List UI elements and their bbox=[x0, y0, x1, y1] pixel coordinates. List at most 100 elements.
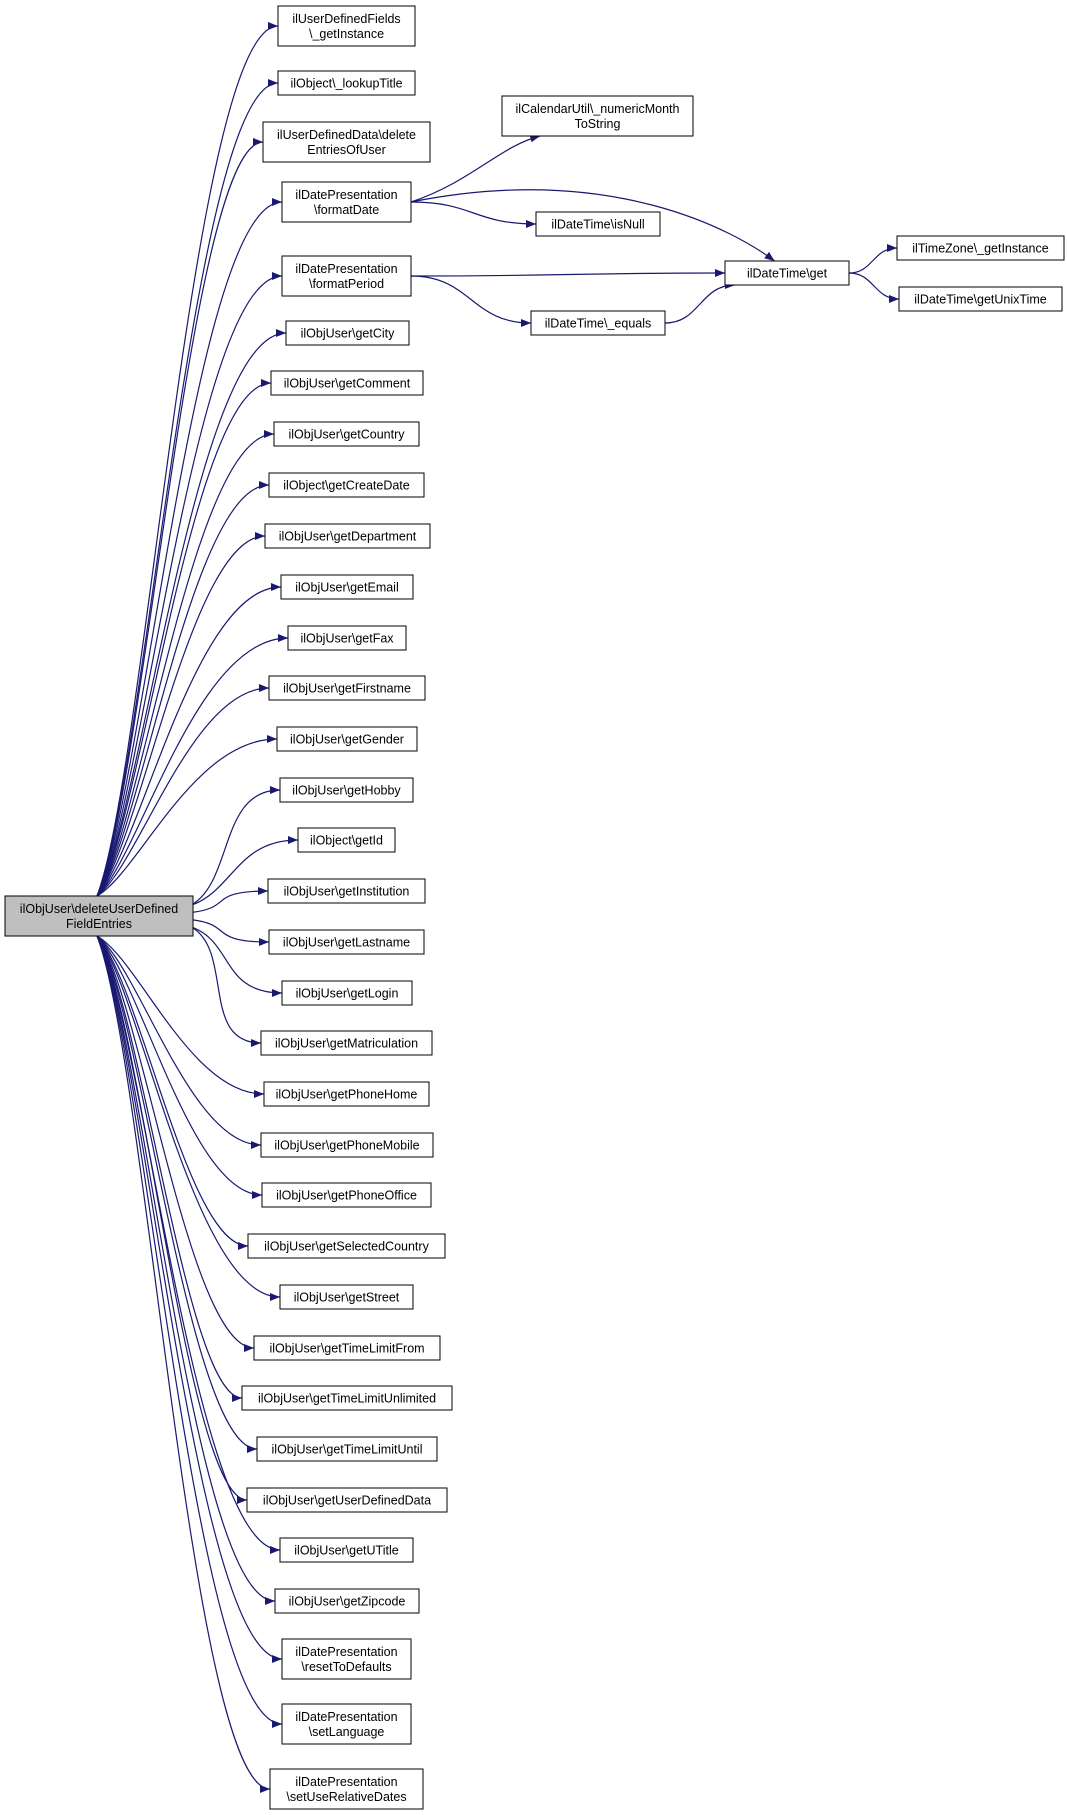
node-box-tlunl bbox=[241, 1385, 453, 1411]
node-tluntil[interactable]: ilObjUser\getTimeLimitUntil bbox=[256, 1436, 438, 1462]
edge-root-to-comment bbox=[96, 379, 272, 897]
node-box-isnull bbox=[535, 211, 661, 237]
edge-fmtdate-to-isnull bbox=[410, 201, 537, 228]
node-box-hobby bbox=[279, 777, 414, 803]
node-street[interactable]: ilObjUser\getStreet bbox=[279, 1284, 414, 1310]
edge-root-to-hobby bbox=[192, 786, 281, 905]
node-udfinst[interactable]: ilUserDefinedFields\_getInstance bbox=[277, 5, 416, 47]
node-udd[interactable]: ilObjUser\getUserDefinedData bbox=[246, 1487, 448, 1513]
edge-root-to-selctry bbox=[96, 935, 249, 1250]
node-dept[interactable]: ilObjUser\getDepartment bbox=[264, 523, 431, 549]
node-selctry[interactable]: ilObjUser\getSelectedCountry bbox=[247, 1233, 446, 1259]
node-city[interactable]: ilObjUser\getCity bbox=[285, 320, 410, 346]
node-box-dtget bbox=[724, 260, 850, 286]
edge-root-to-fmtper bbox=[96, 272, 283, 897]
node-matric[interactable]: ilObjUser\getMatriculation bbox=[260, 1030, 433, 1056]
node-label-udfinst-0: ilUserDefinedFields bbox=[292, 12, 400, 26]
node-box-phmob bbox=[260, 1132, 434, 1158]
node-box-tluntil bbox=[256, 1436, 438, 1462]
node-label-first-0: ilObjUser\getFirstname bbox=[283, 682, 411, 696]
node-phmob[interactable]: ilObjUser\getPhoneMobile bbox=[260, 1132, 434, 1158]
node-first[interactable]: ilObjUser\getFirstname bbox=[268, 675, 426, 701]
node-box-tzinst bbox=[896, 235, 1065, 261]
node-label-getid-0: ilObject\getId bbox=[310, 834, 383, 848]
edge-root-to-udddel bbox=[96, 138, 264, 897]
node-getid[interactable]: ilObject\getId bbox=[297, 827, 396, 853]
edge-root-to-phoff bbox=[96, 935, 263, 1199]
node-label-tluntil-0: ilObjUser\getTimeLimitUntil bbox=[272, 1443, 423, 1457]
node-box-street bbox=[279, 1284, 414, 1310]
edge-root-to-setrel bbox=[96, 935, 271, 1793]
node-label-tzinst-0: ilTimeZone\_getInstance bbox=[912, 242, 1048, 256]
node-label-tlfrom-0: ilObjUser\getTimeLimitFrom bbox=[269, 1342, 424, 1356]
node-box-selctry bbox=[247, 1233, 446, 1259]
node-equals[interactable]: ilDateTime\_equals bbox=[530, 310, 666, 336]
node-setlang[interactable]: ilDatePresentation\setLanguage bbox=[281, 1703, 412, 1745]
node-box-last bbox=[268, 929, 425, 955]
node-tzinst[interactable]: ilTimeZone\_getInstance bbox=[896, 235, 1065, 261]
node-zip[interactable]: ilObjUser\getZipcode bbox=[274, 1588, 420, 1614]
node-cdate[interactable]: ilObject\getCreateDate bbox=[268, 472, 425, 498]
node-fmtdate[interactable]: ilDatePresentation\formatDate bbox=[281, 181, 412, 223]
node-utitle[interactable]: ilObjUser\getUTitle bbox=[279, 1537, 414, 1563]
node-label-reset-0: ilDatePresentation bbox=[295, 1645, 397, 1659]
node-country[interactable]: ilObjUser\getCountry bbox=[273, 421, 420, 447]
edge-root-to-reset bbox=[96, 935, 283, 1663]
node-label-gender-0: ilObjUser\getGender bbox=[290, 733, 404, 747]
node-label-zip-0: ilObjUser\getZipcode bbox=[289, 1595, 406, 1609]
node-unix[interactable]: ilDateTime\getUnixTime bbox=[898, 286, 1063, 312]
node-box-udfinst bbox=[277, 5, 416, 47]
node-box-reset bbox=[281, 1638, 412, 1680]
node-tlunl[interactable]: ilObjUser\getTimeLimitUnlimited bbox=[241, 1385, 453, 1411]
node-hobby[interactable]: ilObjUser\getHobby bbox=[279, 777, 414, 803]
node-label-setlang-1: \setLanguage bbox=[309, 1725, 385, 1739]
node-box-dept bbox=[264, 523, 431, 549]
edge-dtget-to-unix bbox=[848, 272, 900, 303]
node-label-cdate-0: ilObject\getCreateDate bbox=[283, 479, 410, 493]
node-login[interactable]: ilObjUser\getLogin bbox=[281, 980, 413, 1006]
node-isnull[interactable]: ilDateTime\isNull bbox=[535, 211, 661, 237]
edge-root-to-matric bbox=[192, 927, 262, 1047]
node-box-setrel bbox=[269, 1768, 424, 1810]
node-box-login bbox=[281, 980, 413, 1006]
node-last[interactable]: ilObjUser\getLastname bbox=[268, 929, 425, 955]
edge-fmtdate-to-calnum bbox=[410, 134, 541, 203]
node-label-comment-0: ilObjUser\getComment bbox=[284, 377, 411, 391]
node-comment[interactable]: ilObjUser\getComment bbox=[270, 370, 424, 396]
node-box-setlang bbox=[281, 1703, 412, 1745]
edge-root-to-zip bbox=[96, 935, 276, 1605]
node-reset[interactable]: ilDatePresentation\resetToDefaults bbox=[281, 1638, 412, 1680]
node-box-country bbox=[273, 421, 420, 447]
node-inst[interactable]: ilObjUser\getInstitution bbox=[267, 878, 426, 904]
node-phhome[interactable]: ilObjUser\getPhoneHome bbox=[263, 1081, 430, 1107]
node-setrel[interactable]: ilDatePresentation\setUseRelativeDates bbox=[269, 1768, 424, 1810]
node-label-lookup-0: ilObject\_lookupTitle bbox=[290, 77, 402, 91]
node-email[interactable]: ilObjUser\getEmail bbox=[280, 574, 414, 600]
node-label-fmtper-0: ilDatePresentation bbox=[295, 262, 397, 276]
node-label-dept-0: ilObjUser\getDepartment bbox=[279, 530, 417, 544]
node-label-udddel-1: EntriesOfUser bbox=[307, 143, 386, 157]
node-tlfrom[interactable]: ilObjUser\getTimeLimitFrom bbox=[253, 1335, 441, 1361]
node-box-unix bbox=[898, 286, 1063, 312]
node-label-login-0: ilObjUser\getLogin bbox=[296, 987, 399, 1001]
node-label-fmtdate-1: \formatDate bbox=[314, 203, 379, 217]
node-phoff[interactable]: ilObjUser\getPhoneOffice bbox=[261, 1182, 432, 1208]
node-gender[interactable]: ilObjUser\getGender bbox=[276, 726, 418, 752]
node-fax[interactable]: ilObjUser\getFax bbox=[287, 625, 407, 651]
node-fmtper[interactable]: ilDatePresentation\formatPeriod bbox=[281, 255, 412, 297]
node-box-getid bbox=[297, 827, 396, 853]
node-box-city bbox=[285, 320, 410, 346]
edge-root-to-fmtdate bbox=[96, 198, 283, 897]
node-box-udd bbox=[246, 1487, 448, 1513]
edge-root-to-utitle bbox=[96, 935, 281, 1554]
node-dtget[interactable]: ilDateTime\get bbox=[724, 260, 850, 286]
node-lookup[interactable]: ilObject\_lookupTitle bbox=[277, 70, 416, 96]
node-box-inst bbox=[267, 878, 426, 904]
edge-equals-to-dtget bbox=[664, 281, 736, 324]
edge-root-to-first bbox=[96, 684, 270, 897]
node-label-udd-0: ilObjUser\getUserDefinedData bbox=[263, 1494, 431, 1508]
